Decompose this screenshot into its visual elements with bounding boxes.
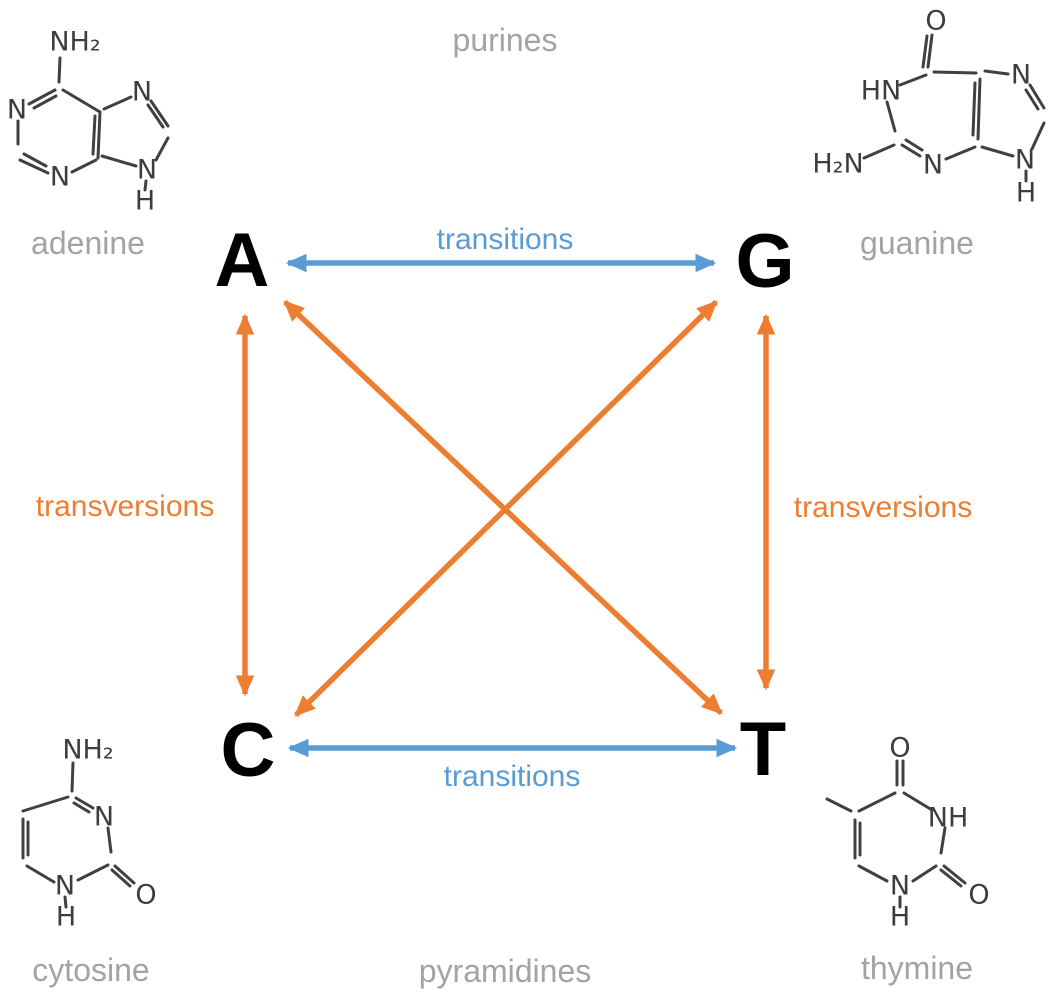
transversions-label-right: transversions — [793, 491, 973, 524]
atom-label-n3: N — [923, 150, 943, 181]
adenine-bonds — [16, 56, 170, 192]
atom-label-o6: O — [925, 6, 946, 37]
thymine-structure: O NH O N H — [825, 733, 990, 933]
atom-label-amine: H₂N — [812, 149, 863, 180]
base-letter-g: G — [735, 219, 795, 304]
transitions-label-top: transitions — [436, 223, 574, 256]
atom-label-n1-h: H — [56, 902, 76, 933]
adenine-atoms: NH₂ N N N N H — [7, 27, 157, 216]
atom-label-n9: N — [137, 155, 157, 186]
atom-label-n3: N — [50, 162, 70, 193]
cytosine-atoms: NH₂ N O N H — [55, 735, 157, 933]
base-letter-t: T — [739, 707, 787, 792]
transversions-label-left: transversions — [35, 490, 215, 523]
guanine-bonds — [862, 33, 1046, 183]
atom-label-o2: O — [135, 880, 156, 911]
guanine-atoms: O HN H₂N N N N H — [812, 6, 1036, 209]
atom-label-o2: O — [968, 880, 989, 911]
cytosine-structure: NH₂ N O N H — [21, 735, 157, 933]
base-letter-c: C — [220, 708, 276, 793]
base-letter-a: A — [214, 218, 270, 303]
purines-group-label: purines — [452, 22, 558, 58]
guanine-structure: O HN H₂N N N N H — [812, 6, 1046, 209]
atom-label-n9: N — [1015, 145, 1035, 176]
thymine-bonds — [825, 759, 967, 909]
adenine-label: adenine — [31, 225, 145, 261]
thymine-label: thymine — [860, 950, 974, 986]
atom-label-n3: NH — [928, 803, 969, 834]
atom-label-n7: N — [132, 77, 152, 108]
transversions-arrow-c-g — [294, 300, 718, 717]
atom-label-n3: N — [94, 802, 114, 833]
atom-label-n1-h: H — [890, 902, 910, 933]
adenine-structure: NH₂ N N N N H — [7, 27, 170, 216]
atom-label-n1: N — [7, 95, 27, 126]
thymine-atoms: O NH O N H — [889, 733, 989, 933]
atom-label-n9-h: H — [135, 186, 155, 216]
atom-label-o4: O — [889, 733, 910, 764]
atom-label-n9-h: H — [1016, 178, 1036, 209]
atom-label-amine: NH₂ — [62, 735, 113, 766]
atom-label-n7: N — [1011, 60, 1031, 91]
transitions-label-bottom: transitions — [443, 760, 581, 793]
atom-label-n1: N — [55, 871, 75, 902]
cytosine-bonds — [21, 761, 136, 909]
guanine-label: guanine — [860, 225, 974, 261]
atom-label-n1: N — [890, 871, 910, 902]
atom-label-amine: NH₂ — [49, 27, 100, 58]
pyrimidines-group-label: pyramidines — [418, 953, 592, 989]
atom-label-n1: HN — [861, 76, 902, 107]
cytosine-label: cytosine — [32, 952, 150, 988]
